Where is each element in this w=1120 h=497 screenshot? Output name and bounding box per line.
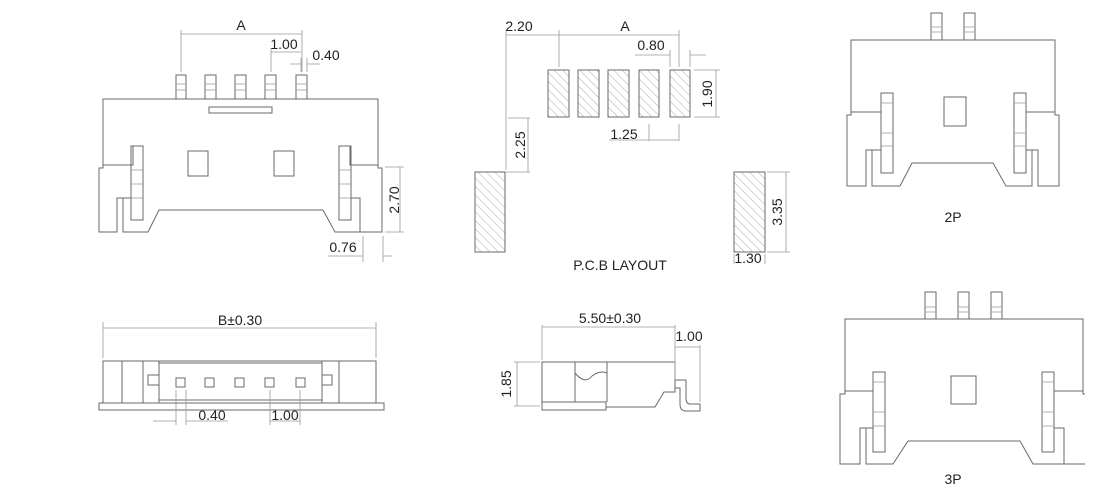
dim-length: 5.50±0.30 xyxy=(579,310,641,326)
dim-height: 2.70 xyxy=(386,186,402,213)
dim-pitch: 1.00 xyxy=(271,407,298,423)
dim-a: A xyxy=(620,18,630,34)
front-view: A 1.00 0.40 2.70 0.76 xyxy=(98,17,404,262)
dim-vertical: 2.25 xyxy=(512,131,528,158)
mounting-pad-left xyxy=(474,171,506,253)
pcb-layout-title: P.C.B LAYOUT xyxy=(573,257,667,273)
side-view: 5.50±0.30 1.00 1.85 xyxy=(498,310,703,412)
dim-pin: 0.40 xyxy=(198,407,225,423)
dim-big-pad-width: 1.30 xyxy=(734,250,761,266)
dim-pad-width: 0.80 xyxy=(637,37,664,53)
housing-body xyxy=(102,98,379,233)
pcb-layout: 2.20 A 0.80 1.90 1.25 2.25 3.35 1.30 P.C… xyxy=(474,18,790,273)
dim-lead: 1.00 xyxy=(675,328,702,344)
dim-pin-width: 0.40 xyxy=(312,47,339,63)
dim-pitch: 1.00 xyxy=(270,36,297,52)
slot xyxy=(208,106,273,114)
pins xyxy=(175,74,308,100)
dim-wing: 0.76 xyxy=(329,239,356,255)
dim-height: 1.85 xyxy=(498,370,514,397)
variant-label: 3P xyxy=(944,471,961,487)
dim-pitch: 1.25 xyxy=(610,126,637,142)
variant-label: 2P xyxy=(944,209,961,225)
dim-pad-height: 1.90 xyxy=(699,80,715,107)
dim-b: B±0.30 xyxy=(218,312,262,328)
dim-big-pad-height: 3.35 xyxy=(769,198,785,225)
variant-3p: 3P xyxy=(839,291,1085,487)
variant-2p: 2P xyxy=(846,12,1060,225)
dim-a: A xyxy=(236,17,246,33)
dim-offset: 2.20 xyxy=(505,18,532,34)
mounting-pad-right xyxy=(733,171,766,253)
bottom-view: B±0.30 0.40 1.00 xyxy=(98,312,385,425)
